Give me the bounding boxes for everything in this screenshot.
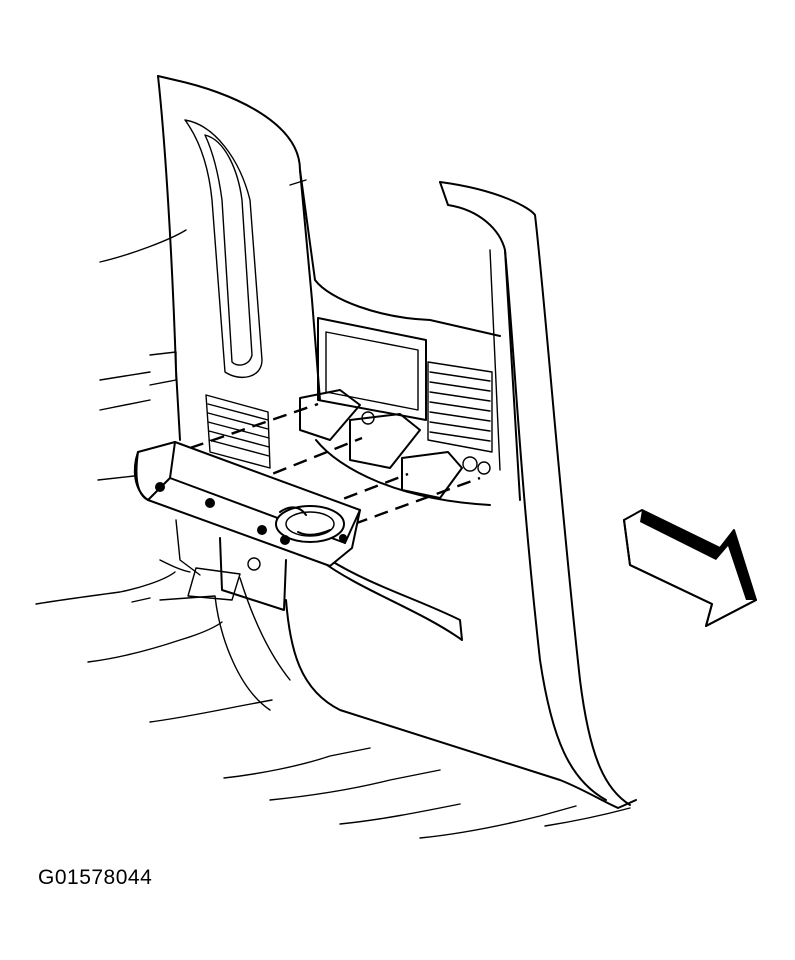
cup-holder-ring: [275, 505, 345, 543]
console-mount-pocket: [299, 317, 491, 641]
right-vent-grille: [427, 361, 493, 453]
left-vent-grille: [205, 394, 271, 469]
cup-holder-console: [133, 441, 361, 611]
console-fasteners: [155, 482, 347, 545]
floor-carpet-lines: [35, 571, 631, 839]
right-trim-pillar: [439, 181, 631, 806]
arrow-right-down-icon: [623, 509, 757, 627]
upper-trim-panel: [97, 75, 501, 481]
figure-id-label: G01578044: [38, 866, 153, 889]
lower-kick-panel: [159, 519, 637, 809]
